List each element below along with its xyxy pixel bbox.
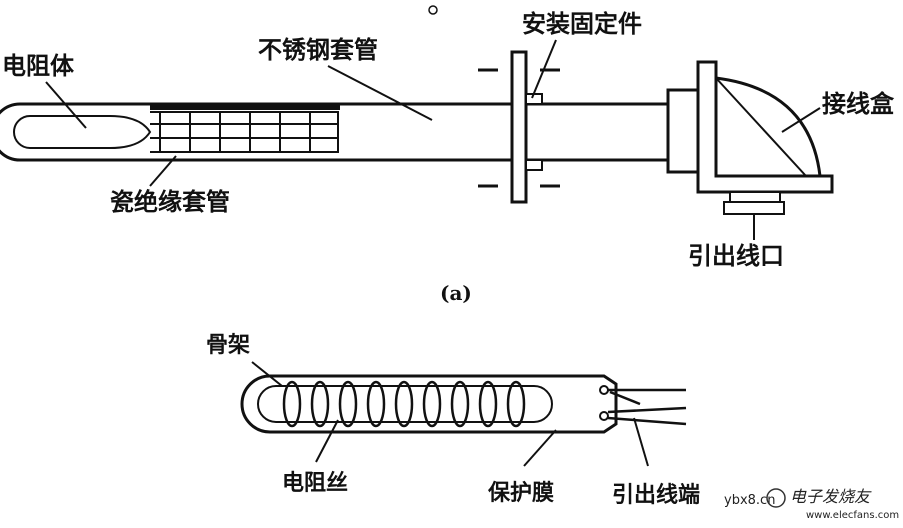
watermark-url: www.elecfans.com — [806, 510, 899, 521]
lead-wires — [607, 388, 687, 426]
mounting-fixture — [478, 50, 560, 204]
leader-lines-b — [251, 361, 649, 467]
frame — [257, 385, 553, 423]
label-resistance-wire: 电阻丝 — [282, 470, 348, 496]
label-ceramic-tube: 瓷绝缘套管 — [110, 188, 230, 216]
label-mount-fixture: 安装固定件 — [522, 10, 642, 38]
diagram-a: 电阻体 不锈钢套管 安装固定件 接线盒 瓷绝缘套管 引出线口 (a) — [0, 10, 895, 305]
label-frame: 骨架 — [206, 332, 250, 358]
diagram-b: 骨架 电阻丝 保护膜 引出线端 — [206, 332, 700, 508]
watermark-brand: 电子发烧友 — [790, 487, 872, 506]
resistance-wire-coil — [282, 380, 526, 428]
terminal-bottom — [599, 411, 609, 421]
label-junction-box: 接线盒 — [822, 90, 895, 118]
terminal-top — [599, 385, 609, 395]
leader-lines-a — [45, 39, 821, 240]
label-stainless-tube: 不锈钢套管 — [258, 36, 378, 64]
label-protective-film: 保护膜 — [487, 481, 554, 506]
label-lead-terminal: 引出线端 — [612, 482, 700, 508]
protective-film — [240, 374, 618, 434]
watermark: ybx8.cn 电子发烧友 www.elecfans.com — [724, 487, 899, 521]
stainless-steel-tube — [0, 102, 674, 162]
caption-a: (a) — [440, 281, 472, 305]
ceramic-insulation-tube — [150, 111, 339, 153]
resistor-body — [13, 115, 152, 149]
label-lead-outlet: 引出线口 — [688, 242, 784, 270]
watermark-logo-icon — [766, 488, 786, 508]
ceramic-grid — [150, 112, 338, 152]
junction-box — [666, 60, 834, 215]
small-circle-mark — [428, 5, 438, 15]
tube-inner-band — [150, 104, 340, 110]
watermark-site: ybx8.cn — [724, 493, 775, 508]
label-resistor-body: 电阻体 — [2, 52, 75, 80]
